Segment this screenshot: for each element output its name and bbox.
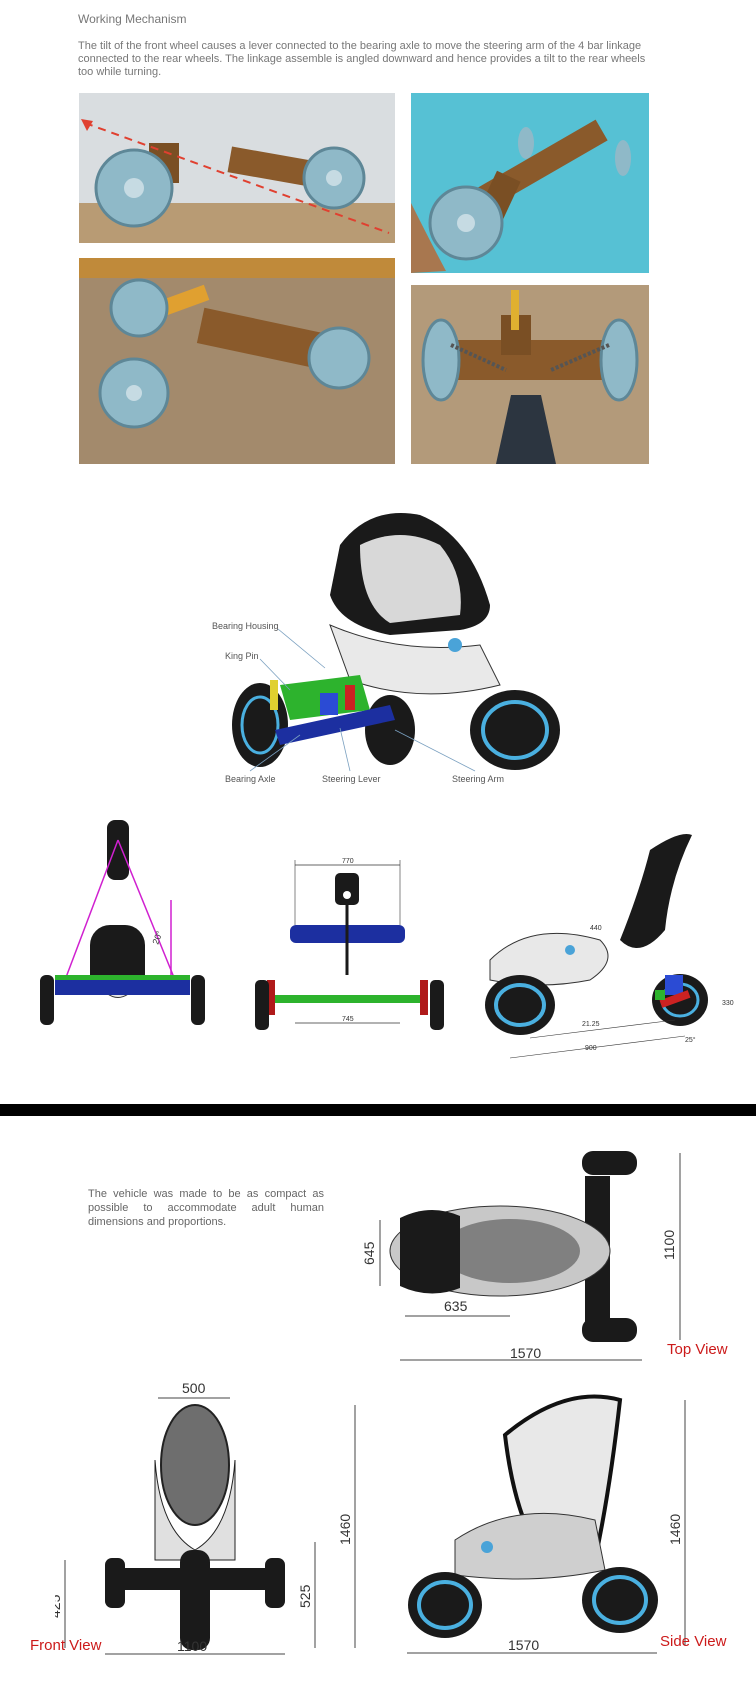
dim-front-1460: 1460 <box>337 1514 353 1545</box>
label-top-view: Top View <box>667 1341 728 1358</box>
section-divider <box>0 1104 756 1116</box>
prototype-photo-top <box>79 258 395 464</box>
label-king-pin: King Pin <box>225 651 259 661</box>
dim-side-1460: 1460 <box>667 1514 683 1545</box>
side-view-drawing: 1460 1570 <box>407 1394 686 1654</box>
dim-top-635: 635 <box>444 1298 468 1314</box>
label-bearing-housing: Bearing Housing <box>212 621 279 631</box>
dim-330: 330 <box>722 1000 734 1007</box>
label-bearing-axle: Bearing Axle <box>225 774 276 784</box>
front-tilt-drawing: 20° <box>40 820 205 1025</box>
prototype-photo-rear <box>411 285 649 464</box>
dim-2125: 21.25 <box>582 1021 600 1028</box>
dim-front-1100: 1100 <box>177 1638 207 1654</box>
prototype-photo-side <box>79 93 395 243</box>
dim-angle: 20° <box>150 929 164 946</box>
side-linkage-drawing: 440 330 900 21.25 25° <box>485 834 734 1059</box>
dim-25deg: 25° <box>685 1036 696 1044</box>
prototype-photo-hand <box>411 93 649 273</box>
label-front-view: Front View <box>30 1637 102 1654</box>
label-steering-lever: Steering Lever <box>322 774 381 784</box>
dim-front-425: 425 <box>55 1594 63 1618</box>
steering-mechanism-diagram <box>232 513 560 770</box>
dim-front-525: 525 <box>297 1584 313 1608</box>
section-title: Working Mechanism <box>78 12 187 26</box>
dim-bottom-width: 745 <box>342 1016 354 1023</box>
front-view-drawing: 500 1460 425 525 1100 <box>55 1380 356 1655</box>
linkage-drawing: 770 745 <box>255 858 444 1030</box>
label-steering-arm: Steering Arm <box>452 774 505 784</box>
dim-top-width: 770 <box>342 858 354 865</box>
compactness-note: The vehicle was made to be as compact as… <box>88 1188 324 1228</box>
dim-side-1570: 1570 <box>508 1637 539 1653</box>
dim-top-1100: 1100 <box>661 1230 677 1260</box>
dim-900: 900 <box>585 1045 597 1052</box>
mechanism-description: The tilt of the front wheel causes a lev… <box>78 40 646 78</box>
dim-440: 440 <box>590 925 602 932</box>
dim-top-645: 645 <box>361 1241 377 1265</box>
dim-top-1570: 1570 <box>510 1345 541 1361</box>
label-side-view: Side View <box>660 1633 727 1650</box>
top-view-drawing: 645 635 1100 1570 <box>361 1151 681 1361</box>
dim-front-500: 500 <box>182 1380 206 1396</box>
label-leader-lines <box>249 628 476 772</box>
